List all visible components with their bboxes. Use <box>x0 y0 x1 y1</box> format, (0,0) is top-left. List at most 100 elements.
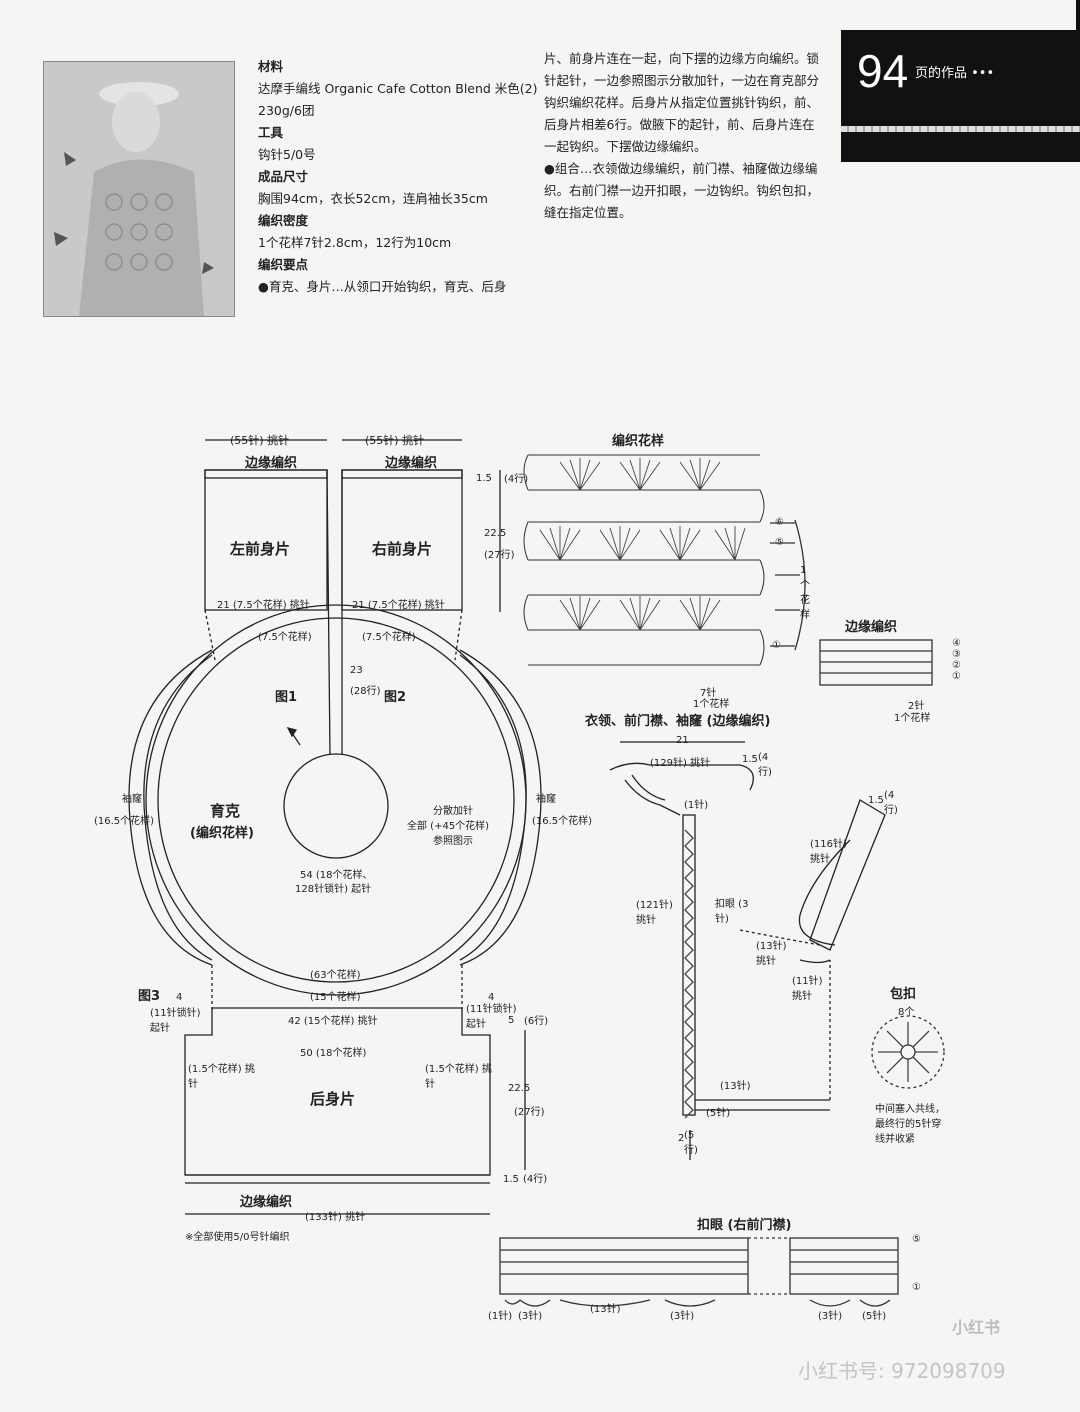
sleeve-left-val: (16.5个花样) <box>94 816 155 827</box>
neck-circle <box>283 753 389 859</box>
points-text: ●育克、身片…从领口开始钩织，育克、后身 <box>258 279 507 294</box>
top-right-pick: (55针) 挑针 <box>365 434 425 447</box>
collar-title: 衣领、前门襟、袖窿 (边缘编织) <box>585 714 771 729</box>
sleeve-left-label: 袖窿 <box>122 794 142 805</box>
bh-label-1: (1针) <box>488 1311 513 1322</box>
bh-label-4: (3针) <box>670 1311 695 1322</box>
bh-label-6: (5针) <box>862 1311 887 1322</box>
collar-dim21: 21 <box>676 735 689 746</box>
rep-right-label: (7.5个花样) <box>362 632 416 643</box>
left-front-label: 左前身片 <box>230 540 291 558</box>
increase-label-2: 全部 (+45个花样) <box>407 821 490 832</box>
bh-label-5: (3针) <box>818 1311 843 1322</box>
edge-right-label: 边缘编织 <box>385 456 438 471</box>
collar-dim15: 1.5 <box>742 754 758 765</box>
fig3-left-4: 4 <box>176 992 183 1003</box>
yoke-sub-label: (编织花样) <box>190 826 254 841</box>
fig3-dim5-rows: (6行) <box>524 1016 549 1027</box>
fig3-dim15: 1.5 <box>503 1174 519 1185</box>
left-edge-band <box>204 469 328 479</box>
size-title: 成品尺寸 <box>258 169 309 184</box>
side-right-label: (1.5个花样) 挑针 <box>425 1064 492 1090</box>
increase-label-3: 参照图示 <box>433 836 473 847</box>
collar-pick121: (121针) 挑针 <box>636 900 673 926</box>
collar-st13: (13针) <box>720 1081 751 1092</box>
button-count: 8个 <box>898 1007 915 1018</box>
dim-225-rows: (27行) <box>484 550 515 561</box>
notes-block: 片、前身片连在一起，向下摆的边缘方向编织。锁针起针，一边参照图示分散加针，一边在… <box>544 48 820 224</box>
bh-row-1: ① <box>912 1282 921 1293</box>
needle-note: ※全部使用5/0号针编织 <box>185 1232 290 1243</box>
increase-label: 分散加针 <box>433 806 473 817</box>
top-left-pick: (55针) 挑针 <box>230 434 290 447</box>
buttonhole-title: 扣眼 (右前门襟) <box>697 1218 792 1233</box>
pattern-repeat-label: 1个花样 <box>800 565 810 621</box>
button-note: 中间塞入共线，最终行的5针穿线并收紧 <box>875 1104 945 1145</box>
edging-title: 边缘编织 <box>845 620 898 635</box>
pattern-bottom-label-2: 1个花样 <box>693 699 730 710</box>
collar-dim15-rows: (4行) <box>758 752 772 778</box>
notes-paragraph-2: ●组合…衣领做边缘编织，前门襟、袖窿做边缘编织。右前门襟一边开扣眼，一边钩织。钩… <box>544 161 820 220</box>
pick50-label: 50 (18个花样) <box>300 1048 367 1059</box>
gauge-title: 编织密度 <box>258 213 309 228</box>
sleeve-right-val: (16.5个花样) <box>532 816 593 827</box>
pick-left-label: 21 (7.5个花样) 挑针 <box>217 600 310 611</box>
model-photo <box>43 61 235 317</box>
tools-title: 工具 <box>258 125 284 140</box>
pattern-title: 编织花样 <box>612 434 665 449</box>
tab-corner <box>1076 0 1080 36</box>
rep15-label: (15个花样) <box>310 992 361 1003</box>
rope-decoration <box>841 126 1080 132</box>
pattern-row-6: ⑥ <box>775 517 784 528</box>
sleeve-right-label: 袖窿 <box>536 794 556 805</box>
dim-23: 23 <box>350 665 363 676</box>
yoke-outer <box>145 604 527 996</box>
yoke-label: 育克 <box>210 802 241 820</box>
rep63-label: (63个花样) <box>310 970 361 981</box>
collar-buttonhole: 扣眼 (3针) <box>715 899 749 925</box>
fig3-dim5: 5 <box>508 1015 515 1026</box>
start-label: 54 (18个花样、 <box>300 870 373 881</box>
bottom-pick-label: (133针) 挑针 <box>305 1212 366 1223</box>
fig3-left-ch: (11针锁针) 起针 <box>150 1008 201 1034</box>
dim-23-rows: (28行) <box>350 686 381 697</box>
fig3-right-4: 4 <box>488 992 495 1003</box>
info-block: 材料 达摩手编线 Organic Cafe Cotton Blend 米色(2)… <box>258 56 538 298</box>
fig3-right-ch: (11针锁针) 起针 <box>466 1004 517 1030</box>
fig1-label: 图1 <box>275 690 298 705</box>
pick-right-label: 21 (7.5个花样) 挑针 <box>352 600 445 611</box>
right-edge-band <box>341 469 463 479</box>
edging-row-2: ② <box>952 660 961 671</box>
fig3-dim15-rows: (4行) <box>523 1174 548 1185</box>
tools-text: 钩针5/0号 <box>258 147 316 162</box>
collar-dim2-rows: (5行) <box>684 1130 698 1156</box>
dim-15-rows: (4行) <box>504 474 529 485</box>
edging-bottom-2: 1个花样 <box>894 713 931 724</box>
fig3-label: 图3 <box>138 989 161 1004</box>
rep-left-label: (7.5个花样) <box>258 632 312 643</box>
collar-dim15b-rows: (4行) <box>884 790 898 816</box>
start-label-2: 128针锁针) 起针 <box>295 884 372 895</box>
points-title: 编织要点 <box>258 257 309 272</box>
edging-row-3: ③ <box>952 649 961 660</box>
size-text: 胸围94cm，衣长52cm，连肩袖长35cm <box>258 191 488 206</box>
button-title: 包扣 <box>890 987 917 1002</box>
pattern-row-5: ⑤ <box>775 537 784 548</box>
edging-row-4: ④ <box>952 638 961 649</box>
dim-225: 22.5 <box>484 528 507 539</box>
dim-15: 1.5 <box>476 473 492 484</box>
edging-row-1: ① <box>952 671 961 682</box>
bh-label-2: (3针) <box>518 1311 543 1322</box>
collar-pick11: (11针) 挑针 <box>792 976 823 1002</box>
back-label: 后身片 <box>310 1090 356 1108</box>
materials-title: 材料 <box>258 59 284 74</box>
bh-row-5: ⑤ <box>912 1234 921 1245</box>
pattern-bottom-label: 7针 <box>700 688 717 699</box>
fig3-dim225: 22.5 <box>508 1083 531 1094</box>
fig3-dim225-rows: (27行) <box>514 1107 545 1118</box>
collar-pick13: (13针) 挑针 <box>756 941 787 967</box>
edging-bottom: 2针 <box>908 701 925 712</box>
collar-dim15b: 1.5 <box>868 795 884 806</box>
fig2-label: 图2 <box>384 690 407 705</box>
